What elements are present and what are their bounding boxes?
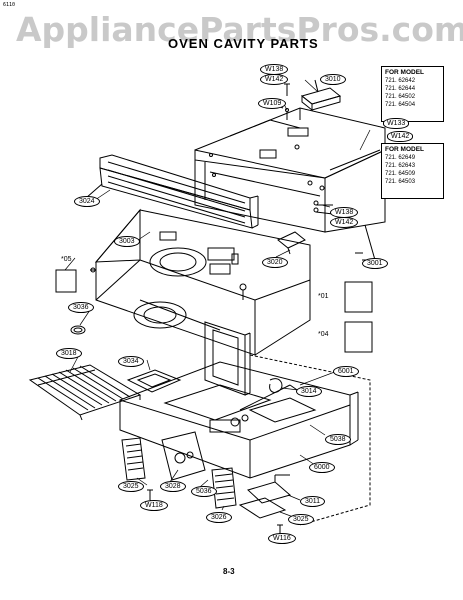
callout-3028: 3028 [160, 481, 186, 492]
plate-3034-drawing [126, 369, 182, 393]
callout-3010: 3010 [320, 74, 346, 85]
small-cover-drawing [238, 497, 287, 519]
callout-3001: 3001 [362, 258, 388, 269]
vent-grille-drawing [85, 154, 259, 229]
callout-3025-left: 3025 [118, 481, 144, 492]
model-box-2-item: 721. 62643 [385, 163, 416, 169]
corner-mark: 6110 [3, 2, 16, 8]
oven-cavity-drawing [90, 208, 311, 356]
callout-01: *01 [318, 293, 329, 300]
label-01-drawing [344, 281, 373, 313]
callout-w118-left: W118 [140, 500, 168, 511]
callout-w109: W109 [258, 98, 287, 109]
page-number: 8-3 [223, 567, 235, 576]
model-box-2: FOR MODEL 721. 62649 721. 62643 721. 645… [381, 143, 444, 199]
filter-right-drawing [211, 467, 237, 509]
filter-left-drawing [121, 437, 146, 481]
model-box-2-item: 721. 62649 [385, 155, 416, 161]
callout-w116-right: W116 [268, 533, 296, 544]
callout-3003: 3003 [114, 236, 140, 247]
callout-5038: 5038 [325, 434, 351, 445]
callout-3011: 3011 [300, 496, 326, 507]
model-box-1-item: 721. 64502 [385, 94, 416, 100]
model-box-1-item: 721. 62642 [385, 78, 416, 84]
model-box-2-heading: FOR MODEL [385, 146, 424, 153]
callout-w133: W133 [383, 118, 410, 129]
callout-3034: 3034 [118, 356, 144, 367]
model-box-1-item: 721. 62644 [385, 86, 416, 92]
callout-w142-top: W142 [260, 74, 289, 85]
callout-3025-right: 3025 [288, 514, 314, 525]
callout-04: *04 [318, 331, 329, 338]
model-box-2-item: 721. 64509 [385, 171, 416, 177]
part-3010-drawing [300, 79, 342, 112]
page-title: OVEN CAVITY PARTS [168, 36, 319, 51]
label-04-drawing [344, 321, 373, 353]
outer-case-drawing [194, 107, 386, 261]
callout-3026: 3026 [206, 512, 232, 523]
door-frame-drawing [204, 321, 251, 396]
base-plate-drawing [119, 361, 359, 479]
callout-w142-right: W142 [387, 131, 414, 142]
part-3028-drawing [161, 431, 206, 481]
model-box-1-heading: FOR MODEL [385, 69, 424, 76]
callout-3020: 3020 [262, 257, 288, 268]
model-box-2-item: 721. 64503 [385, 179, 416, 185]
light-cover-drawing [247, 474, 292, 504]
callout-6000: 6000 [309, 462, 335, 473]
roller-ring-drawing [70, 325, 86, 335]
part-3020-drawing [277, 231, 306, 255]
dashed-bracket-drawing [249, 354, 371, 526]
callout-6001: 6001 [333, 366, 359, 377]
label-05-drawing [55, 269, 77, 293]
callout-3036: 3036 [68, 302, 94, 313]
model-box-1: FOR MODEL 721. 62642 721. 62644 721. 645… [381, 66, 444, 122]
model-box-1-item: 721. 64504 [385, 102, 416, 108]
callout-05: *05 [61, 256, 72, 263]
watermark: AppliancePartsPros.com [16, 10, 463, 49]
callout-w142-right2: W142 [330, 217, 359, 228]
callout-3018: 3018 [56, 348, 82, 359]
callout-3014: 3014 [296, 386, 322, 397]
callout-3024: 3024 [74, 196, 100, 207]
wire-rack-drawing [28, 364, 142, 421]
callout-5036: 5036 [191, 486, 217, 497]
